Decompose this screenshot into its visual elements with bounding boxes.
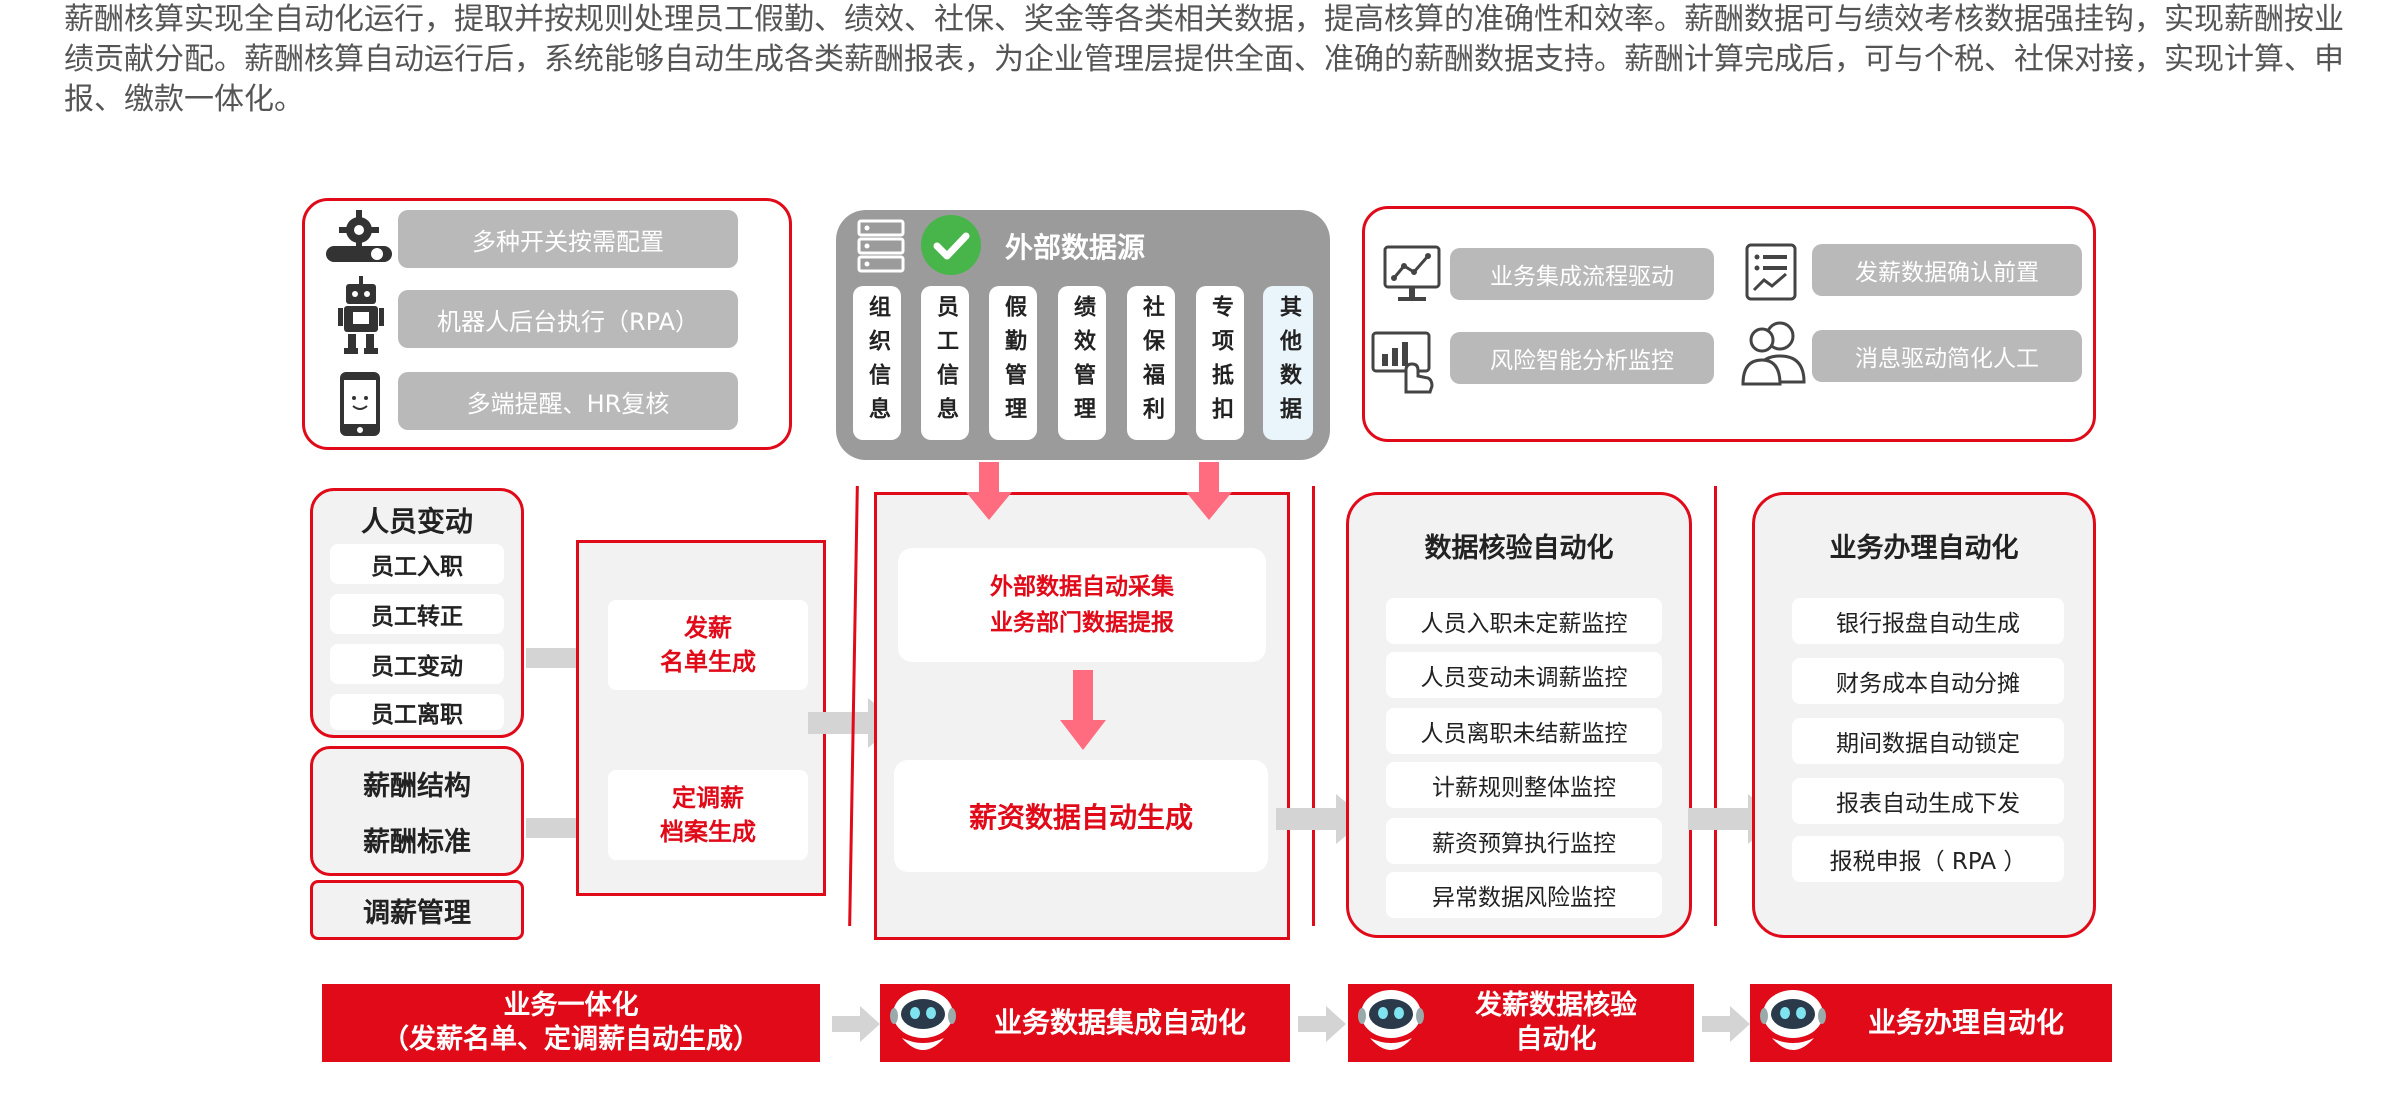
data-card-other: 其他数据 bbox=[1263, 286, 1313, 440]
arrow-center-to-verify bbox=[1276, 794, 1366, 844]
personnel-item-transfer: 员工变动 bbox=[330, 644, 504, 684]
business-item: 财务成本自动分摊 bbox=[1792, 658, 2064, 704]
divider-line-2 bbox=[1312, 486, 1315, 926]
touch-analytics-icon bbox=[1371, 331, 1434, 394]
chart-monitor-icon bbox=[1383, 245, 1441, 301]
check-icon bbox=[921, 215, 981, 275]
feature-integration-flow: 业务集成流程驱动 bbox=[1450, 248, 1714, 300]
red-arrow-down-center bbox=[1060, 670, 1106, 750]
feature-switch-config: 多种开关按需配置 bbox=[398, 210, 738, 268]
feature-message-driven: 消息驱动简化人工 bbox=[1812, 330, 2082, 382]
data-card-employee: 员工信息 bbox=[921, 286, 969, 440]
verify-item: 人员入职未定薪监控 bbox=[1386, 598, 1662, 644]
red-arrow-down-left bbox=[966, 462, 1012, 520]
data-card-social: 社保福利 bbox=[1127, 286, 1175, 440]
external-data-title: 外部数据源 bbox=[1005, 231, 1146, 264]
verify-item: 人员离职未结薪监控 bbox=[1386, 708, 1662, 754]
verify-item: 计薪规则整体监控 bbox=[1386, 762, 1662, 808]
verify-item: 人员变动未调薪监控 bbox=[1386, 652, 1662, 698]
bottom-arrow-1 bbox=[832, 1006, 880, 1042]
data-card-performance: 绩效管理 bbox=[1058, 286, 1106, 440]
feature-multi-reminder: 多端提醒、HR复核 bbox=[398, 372, 738, 430]
feature-risk-monitor: 风险智能分析监控 bbox=[1450, 332, 1714, 384]
red-arrow-down-right bbox=[1186, 462, 1232, 520]
mascot-robot-icon bbox=[1358, 990, 1424, 1050]
business-item: 报税申报（ RPA ） bbox=[1792, 836, 2064, 882]
mascot-robot-icon bbox=[1760, 990, 1826, 1050]
smartphone-icon bbox=[340, 372, 380, 436]
personnel-change-title: 人员变动 bbox=[360, 505, 473, 538]
bottom-arrow-2 bbox=[1298, 1006, 1346, 1042]
data-collection-box: 外部数据自动采集 业务部门数据提报 bbox=[898, 548, 1266, 662]
personnel-item-resign: 员工离职 bbox=[330, 694, 504, 730]
checklist-icon bbox=[1745, 243, 1797, 301]
salary-archive-generation: 定调薪 档案生成 bbox=[608, 770, 808, 860]
business-item: 期间数据自动锁定 bbox=[1792, 718, 2064, 764]
intro-paragraph: 薪酬核算实现全自动化运行，提取并按规则处理员工假勤、绩效、社保、奖金等各类相关数… bbox=[64, 2, 2344, 117]
salary-standard-label: 薪酬标准 bbox=[363, 827, 471, 858]
salary-adjust-panel: 调薪管理 bbox=[310, 880, 524, 940]
personnel-item-regular: 员工转正 bbox=[330, 594, 504, 634]
gear-toggle-icon bbox=[326, 210, 392, 262]
users-icon bbox=[1741, 321, 1806, 386]
business-item: 报表自动生成下发 bbox=[1792, 778, 2064, 824]
personnel-item-onboard: 员工入职 bbox=[330, 544, 504, 584]
data-card-org: 组织信息 bbox=[853, 286, 901, 440]
payroll-list-generation: 发薪 名单生成 bbox=[608, 600, 808, 690]
automation-features-panel bbox=[1362, 206, 2096, 442]
server-icon bbox=[857, 219, 905, 273]
divider-line-3 bbox=[1714, 486, 1717, 926]
salary-structure-label: 薪酬结构 bbox=[363, 771, 471, 802]
data-card-leave: 假勤管理 bbox=[989, 286, 1037, 440]
data-verify-title: 数据核验自动化 bbox=[1424, 533, 1614, 564]
bottom-arrow-3 bbox=[1702, 1006, 1750, 1042]
salary-auto-generation-box: 薪资数据自动生成 bbox=[894, 760, 1268, 872]
salary-structure-panel bbox=[310, 746, 524, 876]
data-card-deduction: 专项抵扣 bbox=[1196, 286, 1244, 440]
verify-item: 异常数据风险监控 bbox=[1386, 872, 1662, 918]
verify-item: 薪资预算执行监控 bbox=[1386, 818, 1662, 864]
business-process-title: 业务办理自动化 bbox=[1829, 533, 2019, 564]
business-item: 银行报盘自动生成 bbox=[1792, 598, 2064, 644]
feature-confirm-frontload: 发薪数据确认前置 bbox=[1812, 244, 2082, 296]
bottom-business-integration: 业务一体化 （发薪名单、定调薪自动生成） bbox=[322, 984, 820, 1062]
robot-icon bbox=[338, 276, 384, 354]
mascot-robot-icon bbox=[890, 990, 956, 1050]
feature-rpa: 机器人后台执行（RPA） bbox=[398, 290, 738, 348]
